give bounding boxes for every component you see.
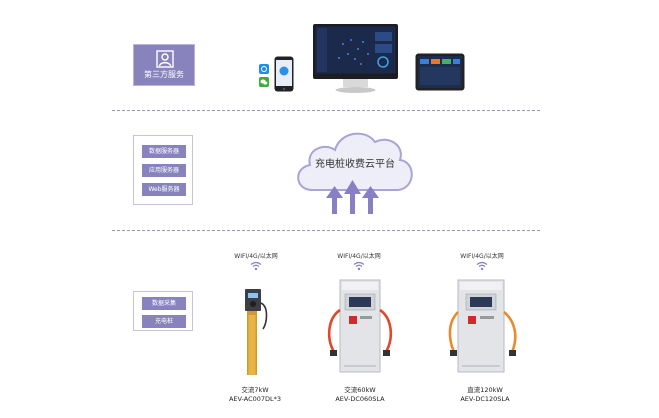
wifi-icon [353,261,365,271]
tablet-device-icon [415,53,465,91]
device-layer-panel: 数据采集 充电桩 [133,291,193,331]
charger-name: 交流7kW [241,386,269,394]
charger-caption-dc120: 直流120kW AEV-DC120SLA [440,386,530,404]
third-party-label: 第三方服务 [144,70,184,79]
web-server-label: Web服务器 [142,183,186,196]
charging-pile-label: 充电桩 [142,315,186,328]
dc60-charger-icon [327,279,393,373]
network-label-3: WIFI/4G/以太网 [460,253,504,260]
charger-name: 直流120kW [467,386,503,394]
phone-device-icon [274,56,294,92]
dc120-charger-icon [448,279,517,373]
data-collection-label: 数据采集 [142,297,186,310]
charger-caption-dc60: 交流60kW AEV-DC060SLA [315,386,405,404]
network-label-1: WIFI/4G/以太网 [234,253,278,260]
charger-caption-ac7: 交流7kW AEV-AC007DL*3 [210,386,300,404]
application-server-label: 应用服务器 [142,164,186,177]
mini-program-icon [259,64,269,74]
divider-bottom [112,230,540,231]
charger-model: AEV-DC060SLA [335,395,385,403]
cloud-platform-label: 充电桩收费云平台 [315,159,395,170]
wifi-icon [476,261,488,271]
user-icon [156,50,174,68]
ac-pole-charger-icon [245,289,268,375]
charger-model: AEV-AC007DL*3 [228,395,282,403]
server-panel: 数据服务器 应用服务器 Web服务器 [133,135,193,205]
wifi-icon [250,261,262,271]
charger-name: 交流60kW [344,386,376,394]
third-party-service-box: 第三方服务 [133,44,195,86]
cloud-icon [297,132,413,214]
divider-top [112,110,540,111]
network-label-2: WIFI/4G/以太网 [337,253,381,260]
wechat-icon [259,77,269,87]
monitor-device-icon [313,24,398,93]
data-server-label: 数据服务器 [142,145,186,158]
charger-model: AEV-DC120SLA [460,395,510,403]
